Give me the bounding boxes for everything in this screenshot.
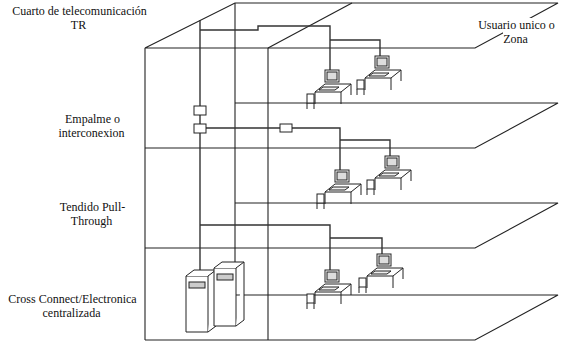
label-text: Empalme o interconexion (59, 112, 126, 140)
equipment-racks (186, 262, 244, 332)
label-text: Cuarto de telecomunicación TR (11, 4, 147, 32)
splice-label: Empalme o interconexion (36, 112, 148, 140)
cross-connect-label: Cross Connect/Electronica centralizada (2, 292, 142, 320)
user-zone-label: Usuario unico o Zona (470, 18, 562, 46)
floor-slabs (145, 3, 558, 340)
label-text: Cross Connect/Electronica centralizada (7, 292, 136, 320)
cable-runs (200, 20, 390, 320)
user-workstations (307, 56, 411, 309)
pull-through-label: Tendido Pull-Through (44, 200, 140, 228)
splice-boxes (194, 106, 292, 133)
room-label: Cuarto de telecomunicación TR (4, 4, 154, 32)
label-text: Tendido Pull-Through (59, 200, 126, 228)
label-text: Usuario unico o Zona (477, 18, 555, 46)
